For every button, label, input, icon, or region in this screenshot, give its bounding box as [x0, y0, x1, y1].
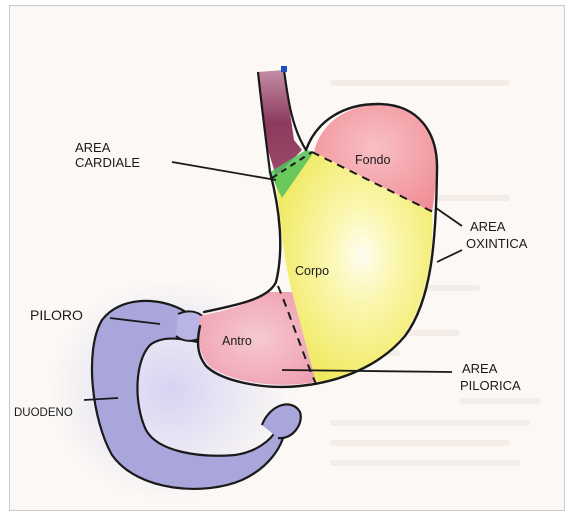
- label-area-oxintica-2: OXINTICA: [466, 236, 528, 251]
- label-corpo: Corpo: [295, 264, 329, 278]
- label-area-cardiale-1: AREA: [75, 140, 111, 155]
- label-fondo: Fondo: [355, 153, 390, 167]
- leader-cardiale: [172, 162, 276, 180]
- label-area-pilorica-2: PILORICA: [460, 378, 521, 393]
- label-antro: Antro: [222, 334, 252, 348]
- leader-oxintica-lower: [437, 250, 462, 262]
- label-area-cardiale-2: CARDIALE: [75, 155, 140, 170]
- label-duodeno: DUODENO: [14, 407, 73, 419]
- leader-oxintica-upper: [436, 208, 462, 226]
- label-area-oxintica-1: AREA: [470, 219, 506, 234]
- esophagus-top-mark: [281, 66, 287, 72]
- label-piloro: PILORO: [30, 307, 83, 323]
- label-area-pilorica-1: AREA: [462, 361, 498, 376]
